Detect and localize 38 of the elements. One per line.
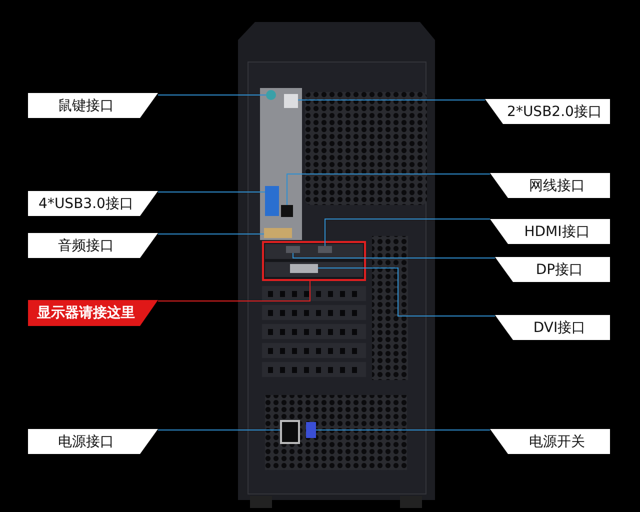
- power-switch: [306, 422, 316, 438]
- port-label: 4*USB3.0接口: [38, 194, 134, 212]
- leader-line: [292, 252, 496, 258]
- port-label: DVI接口: [533, 318, 586, 336]
- leader-line: [158, 94, 266, 96]
- leader-line: [158, 280, 310, 302]
- usb-port: [284, 94, 298, 108]
- audio-jack: [264, 228, 292, 238]
- ethernet-port: [281, 205, 293, 217]
- leader-line: [318, 268, 496, 316]
- label-tag: [490, 173, 610, 198]
- port-label: DP接口: [536, 260, 584, 278]
- video-port: [318, 246, 332, 253]
- port-label: 鼠键接口: [58, 96, 114, 114]
- label-tag: [495, 315, 610, 340]
- port-label: 显示器请接这里: [37, 304, 135, 322]
- label-tag: [495, 257, 610, 282]
- highlight-frame: [262, 241, 366, 281]
- port-label: HDMI接口: [524, 222, 590, 240]
- leader-line: [324, 218, 490, 246]
- port-label: 电源接口: [58, 432, 114, 450]
- usb-port: [265, 186, 279, 216]
- label-tag: [28, 233, 158, 258]
- port-label: 电源开关: [529, 432, 585, 450]
- port-label: 网线接口: [529, 176, 585, 194]
- highlight-tag: [28, 300, 158, 326]
- port-label: 音频接口: [58, 236, 114, 254]
- label-tag: [28, 429, 158, 454]
- port-label: 2*USB2.0接口: [507, 102, 602, 120]
- label-tag: [28, 191, 158, 216]
- label-tag: [485, 99, 610, 124]
- video-port: [286, 246, 300, 253]
- power-socket: [280, 420, 300, 444]
- video-port: [290, 264, 318, 273]
- label-tag: [28, 93, 158, 118]
- leader-line: [286, 174, 490, 206]
- label-tag: [490, 219, 610, 244]
- label-tag: [490, 429, 610, 454]
